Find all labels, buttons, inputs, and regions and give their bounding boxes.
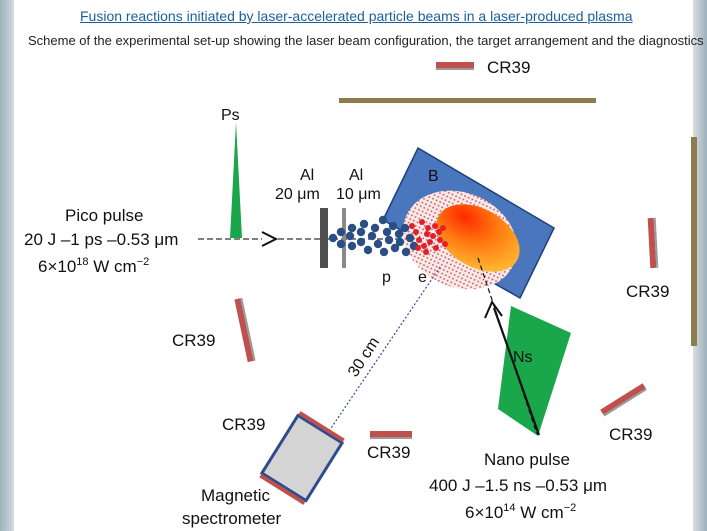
ps-laser-spike <box>230 122 242 238</box>
proton-beam <box>328 215 419 257</box>
electron-dot <box>424 231 430 237</box>
cr39-label-lower-left: CR39 <box>222 415 265 434</box>
electron-dot <box>421 243 427 249</box>
proton-dot <box>359 219 369 229</box>
proton-dot <box>390 243 400 253</box>
cr39-label-left: CR39 <box>172 331 215 350</box>
distance-line <box>324 266 441 438</box>
cr39-label-top: CR39 <box>487 58 530 77</box>
spectrometer-label-line1: Magnetic <box>201 486 270 505</box>
cr39-detector-bottom-right <box>600 383 647 417</box>
al-20-thickness: 20 μm <box>275 186 320 203</box>
proton-dot <box>388 221 398 231</box>
proton-dot <box>394 229 404 239</box>
proton-dot <box>328 233 338 243</box>
spectrometer-label-line2: spectrometer <box>182 509 282 528</box>
cr39-label-bottom: CR39 <box>367 443 410 462</box>
cr39-detector-bottom <box>370 431 412 439</box>
al-10-thickness: 10 μm <box>336 186 381 203</box>
electron-dot <box>427 239 433 245</box>
proton-dot <box>356 227 366 237</box>
ns-laser-beam <box>498 306 571 436</box>
al-foil-10um <box>342 208 346 268</box>
distance-label: 30 cm <box>345 334 383 380</box>
nano-beam-arrow-icon <box>484 299 503 319</box>
electron-dot <box>413 229 419 235</box>
al-20-name: Al <box>300 167 314 184</box>
figure-panel <box>14 0 693 531</box>
electron-dot <box>442 241 448 247</box>
pico-pulse-intensity: 6×1018 W cm−2 <box>38 256 149 276</box>
proton-dot <box>378 215 388 225</box>
proton-dot <box>373 239 383 249</box>
b-label: B <box>428 168 439 185</box>
proton-dot <box>356 237 366 247</box>
electron-beam <box>409 219 448 255</box>
nano-pulse-title: Nano pulse <box>484 450 570 469</box>
nano-beam-solid <box>492 307 541 436</box>
cr39-label-bottom-right: CR39 <box>609 425 652 444</box>
p-label: p <box>382 269 391 286</box>
pico-pulse-params: 20 J –1 ps –0.53 μm <box>24 230 178 249</box>
nano-pulse-params: 400 J –1.5 ns –0.53 μm <box>429 476 607 495</box>
electron-dot <box>436 229 442 235</box>
proton-dot <box>401 247 411 257</box>
ns-label: Ns <box>513 349 533 366</box>
cr39-detector-right <box>647 217 659 269</box>
proton-dot <box>405 233 415 243</box>
electron-dot <box>423 249 429 255</box>
article-title-link[interactable]: Fusion reactions initiated by laser-acce… <box>80 8 633 24</box>
figure-caption: Scheme of the experimental set-up showin… <box>28 33 704 48</box>
cr39-detector-top <box>436 62 474 70</box>
proton-dot <box>400 223 410 233</box>
hot-plasma-spot <box>436 204 520 272</box>
pico-pulse-title: Pico pulse <box>65 206 143 225</box>
proton-dot <box>363 245 373 255</box>
proton-dot <box>395 237 405 247</box>
proton-dot <box>336 227 346 237</box>
al-10-name: Al <box>349 167 363 184</box>
detector-strip-top <box>339 98 596 103</box>
pico-beam-arrow-icon <box>261 231 279 247</box>
proton-dot <box>347 241 357 251</box>
electron-dot <box>440 225 446 231</box>
proton-dot <box>345 231 355 241</box>
electron-dot <box>433 245 439 251</box>
e-label: e <box>418 269 427 286</box>
electron-dot <box>409 223 415 229</box>
cr39-detector-left <box>234 297 256 363</box>
nano-pulse-intensity: 6×1014 W cm−2 <box>465 502 576 522</box>
proton-dot <box>384 235 394 245</box>
proton-dot <box>379 247 389 257</box>
electron-dot <box>425 225 431 231</box>
detector-strip-right <box>691 137 697 346</box>
electron-dot <box>432 223 438 229</box>
electron-dot <box>416 237 422 243</box>
cr39-label-right: CR39 <box>626 282 669 301</box>
proton-dot <box>336 239 346 249</box>
electron-dot <box>430 233 436 239</box>
electron-dot <box>437 237 443 243</box>
proton-dot <box>382 227 392 237</box>
electron-dot <box>419 219 425 225</box>
proton-dot <box>367 231 377 241</box>
ps-label: Ps <box>221 107 240 124</box>
magnetic-spectrometer <box>259 411 345 505</box>
proton-dot <box>347 223 357 233</box>
electron-dot <box>415 245 421 251</box>
al-foil-20um <box>320 208 328 268</box>
proton-dot <box>370 223 380 233</box>
